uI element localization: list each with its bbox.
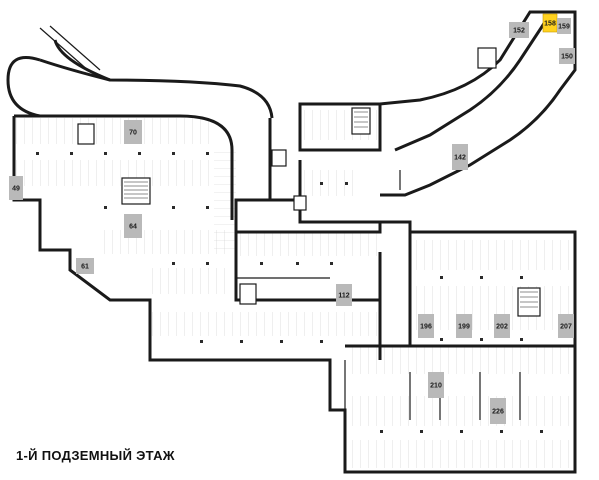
parking-spot-158[interactable]: 158 (542, 13, 558, 33)
parking-spot-number: 158 (544, 21, 556, 28)
parking-spot-number: 207 (560, 324, 572, 331)
parking-spot-number: 202 (496, 324, 508, 331)
parking-spot-number: 112 (338, 293, 349, 300)
parking-spot-199[interactable]: 199 (456, 314, 472, 338)
parking-spot-fill (418, 314, 434, 338)
parking-spot-fill (428, 372, 444, 398)
stair-cores (77, 47, 541, 317)
parking-spot-fill (76, 258, 94, 274)
parking-spot-fill (509, 22, 529, 38)
parking-spot-number: 196 (420, 324, 432, 331)
parking-spot-number: 199 (458, 324, 470, 331)
parking-spot-142[interactable]: 142 (452, 144, 468, 170)
parking-spot-159[interactable]: 159 (557, 18, 571, 34)
parking-spot-fill (456, 314, 472, 338)
parking-spot-number: 142 (454, 155, 466, 162)
parking-spot-fill (124, 214, 142, 238)
parking-spot-number: 226 (492, 409, 504, 416)
parking-spot-number: 159 (558, 24, 570, 31)
columns (36, 152, 543, 433)
parking-spot-number: 150 (561, 54, 573, 61)
parking-spot-fill (559, 48, 575, 64)
parking-spot-fill (124, 120, 142, 144)
parking-spot-fill (9, 176, 23, 200)
parking-spot-fill (558, 314, 574, 338)
parking-spot-fill (336, 284, 352, 306)
parking-spot-207[interactable]: 207 (558, 314, 574, 338)
parking-spot-number: 152 (513, 28, 525, 35)
floor-title: 1-Й ПОДЗЕМНЫЙ ЭТАЖ (16, 448, 175, 463)
parking-spot-226[interactable]: 226 (490, 398, 506, 424)
parking-spot-70[interactable]: 70 (124, 120, 142, 144)
parking-spot-number: 61 (81, 264, 89, 271)
parking-spot-150[interactable]: 150 (559, 48, 575, 64)
parking-spot-49[interactable]: 49 (9, 176, 23, 200)
parking-spot-64[interactable]: 64 (124, 214, 142, 238)
outer-walls (6, 10, 577, 474)
parking-stalls (14, 110, 570, 468)
parking-spot-fill (557, 18, 571, 34)
parking-spot-196[interactable]: 196 (418, 314, 434, 338)
parking-spot-number: 64 (129, 224, 137, 231)
parking-spot-fill (490, 398, 506, 424)
parking-spot-number: 210 (430, 383, 442, 390)
parking-spot-number: 70 (129, 130, 137, 137)
parking-spot-210[interactable]: 210 (428, 372, 444, 398)
parking-spot-152[interactable]: 152 (509, 22, 529, 38)
parking-spot-fill (494, 314, 510, 338)
parking-spot-61[interactable]: 61 (76, 258, 94, 274)
parking-spot-number: 49 (12, 186, 20, 193)
parking-spot-202[interactable]: 202 (494, 314, 510, 338)
parking-spot-112[interactable]: 112 (336, 284, 352, 306)
parking-spot-fill (452, 144, 468, 170)
